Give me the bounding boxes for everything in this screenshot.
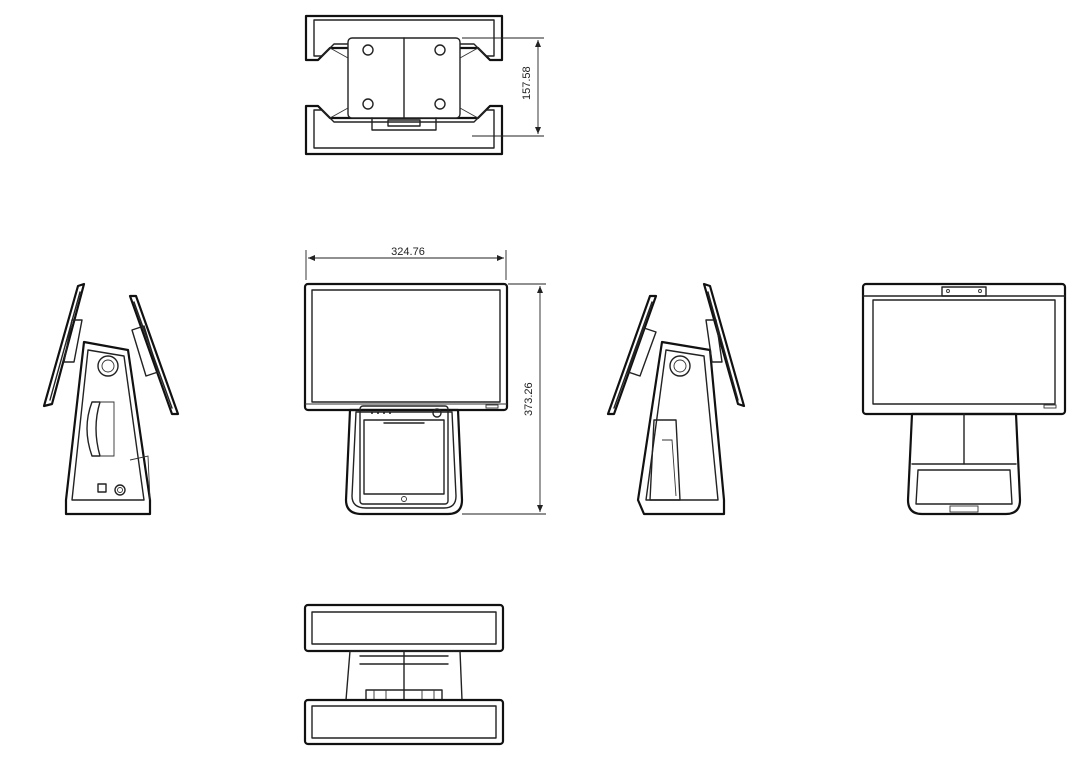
rear-view <box>861 282 1067 516</box>
width-dimension-label: 324.76 <box>391 246 425 258</box>
depth-dimension-label: 157.58 <box>521 66 533 100</box>
front-view: 324.76 373.26 <box>303 246 546 516</box>
bottom-view <box>303 603 505 746</box>
right-side-view <box>606 282 746 516</box>
left-side-view <box>42 282 180 516</box>
height-dimension-label: 373.26 <box>523 382 535 416</box>
top-view: 157.58 <box>304 14 544 156</box>
